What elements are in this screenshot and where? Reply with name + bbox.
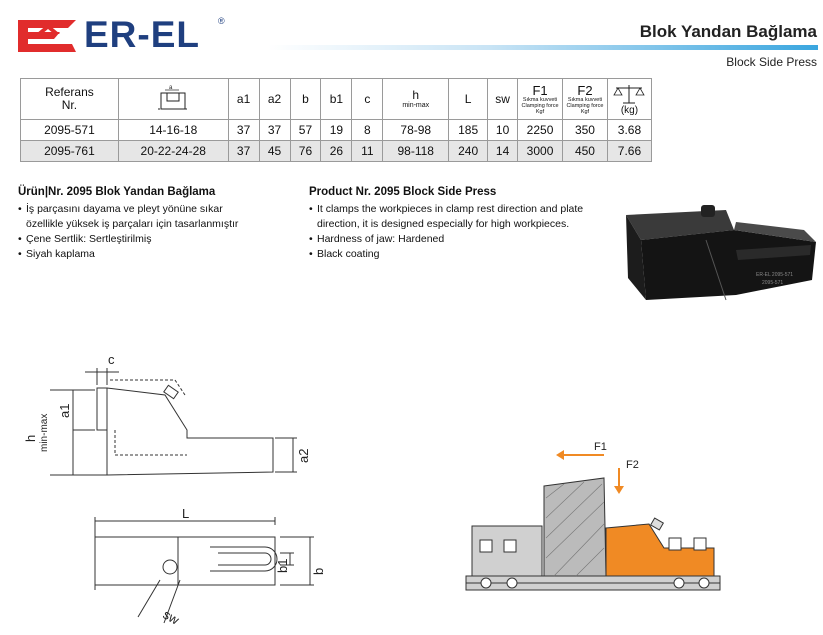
list-item: Siyah kaplama <box>18 247 298 262</box>
section-en-heading: Product Nr. 2095 Block Side Press <box>309 186 497 198</box>
dim-c: c <box>108 352 115 367</box>
registered-mark: ® <box>218 16 225 26</box>
list-item: direction, it is designed especially for… <box>317 218 570 230</box>
section-tr: Ürün|Nr. 2095 Blok Yandan Bağlama İş par… <box>18 185 298 262</box>
spec-table: Referans Nr. a a1 a2 b b1 c h min-max L … <box>20 78 653 162</box>
dim-sw: sw <box>161 607 183 628</box>
header-L: L <box>448 78 489 120</box>
list-item: İş parçasını dayama ve pleyt yönüne sıka… <box>18 202 298 217</box>
header-a-diagram-icon: a <box>117 78 229 120</box>
header-b1: b1 <box>320 78 353 120</box>
dim-a1: a1 <box>57 404 72 418</box>
dim-L: L <box>182 506 189 521</box>
header-a2: a2 <box>258 78 291 120</box>
svg-text:2095-571: 2095-571 <box>762 280 783 286</box>
page-title-tr: Blok Yandan Bağlama <box>639 22 817 41</box>
dim-h: h <box>23 435 38 442</box>
side-view-drawing: c a1 a2 h min-max <box>23 352 311 476</box>
header-a1: a1 <box>227 78 260 120</box>
header-sw: sw <box>487 78 519 120</box>
dim-a2: a2 <box>296 449 311 463</box>
list-item: özellikle yüksek iş parçaları için tasar… <box>26 218 239 230</box>
list-item: Çene Sertlik: Sertleştirilmiş <box>18 232 298 247</box>
header-weight: (kg) <box>606 78 653 120</box>
header-c: c <box>351 78 384 120</box>
section-en: Product Nr. 2095 Block Side Press It cla… <box>309 185 609 262</box>
list-item: It clamps the workpieces in clamp rest d… <box>309 202 609 217</box>
header-F2: F2 Sıkma kuvveti Clamping force Kgf <box>562 78 608 120</box>
force-F2-label: F2 <box>626 459 639 471</box>
scale-icon <box>613 84 646 103</box>
header-h: h min-max <box>382 78 450 120</box>
top-view-drawing: L b b1 sw <box>94 506 326 628</box>
list-item: Hardness of jaw: Hardened <box>309 232 609 247</box>
section-tr-heading: Ürün|Nr. 2095 Blok Yandan Bağlama <box>18 186 216 198</box>
force-F1-label: F1 <box>594 441 607 453</box>
product-photo: ER-EL 2095-571 2095-571 <box>626 205 816 301</box>
header-gradient-bar <box>268 45 818 50</box>
usage-drawing: F1 F2 <box>465 441 721 591</box>
svg-text:ER-EL 2095-571: ER-EL 2095-571 <box>756 272 793 278</box>
header-ref: Referans Nr. <box>20 78 119 120</box>
list-item: Black coating <box>309 247 609 262</box>
header-b: b <box>289 78 322 120</box>
svg-text:a: a <box>169 85 173 91</box>
dim-b1: b1 <box>275 559 290 573</box>
dim-b: b <box>311 568 326 575</box>
header-F1: F1 Sıkma kuvveti Clamping force Kgf <box>517 78 563 120</box>
page-title-en: Block Side Press <box>726 55 817 69</box>
dim-h-sub: min-max <box>39 414 50 452</box>
logo-mark-icon <box>18 20 76 52</box>
table-header-row: Referans Nr. a a1 a2 b b1 c h min-max L … <box>20 78 653 120</box>
brand-name: ER-EL <box>84 14 200 55</box>
